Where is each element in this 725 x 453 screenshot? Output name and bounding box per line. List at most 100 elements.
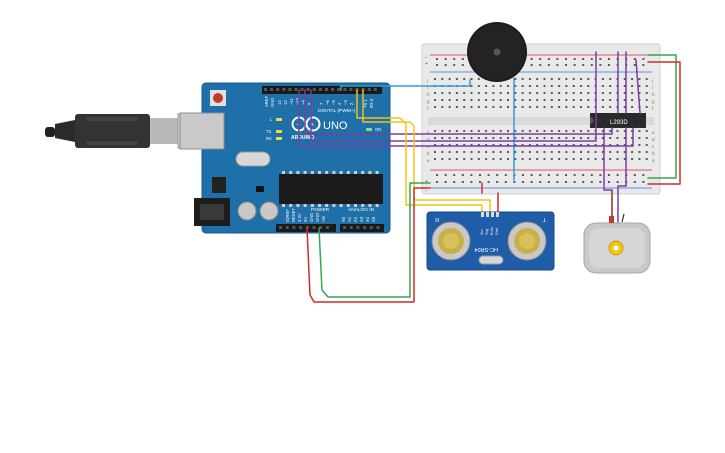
row-label: d [427,137,430,142]
breadboard-hole [580,130,582,132]
ultrasonic-sensor: HC-SR04 R T Vcc Trig Echo Gnd [426,211,555,271]
breadboard-hole [463,158,466,160]
header-hole [349,226,353,229]
breadboard-hole [514,106,517,108]
row-label: i [427,85,428,90]
breadboard-hole [477,144,480,146]
breadboard-hole [492,99,495,101]
rail-hole [444,58,447,60]
breadboard-hole [521,158,524,160]
breadboard-hole [601,130,604,132]
rail-hole [496,174,499,176]
breadboard-hole [499,85,502,87]
breadboard-hole [550,99,553,101]
wire-purple [298,89,634,147]
pin-label: ~11 [289,98,294,105]
pin-label: 7 [319,102,324,105]
breadboard-hole [616,144,619,146]
breadboard-hole [587,85,590,87]
sensor-pin-label: Vcc [480,229,484,235]
breadboard-hole [528,78,531,80]
header-hole [318,88,322,91]
chip-pin [339,171,343,174]
row-label: d [652,137,655,142]
pin-label: 12 [283,100,288,105]
header-hole [356,226,360,229]
breadboard-hole [623,99,626,101]
capacitor-icon [259,201,279,221]
pin-label: RESET [291,208,296,222]
breadboard-hole [587,78,590,80]
chip-pin [318,204,321,207]
breadboard-hole [558,78,561,80]
rail-hole [573,174,576,176]
breadboard-hole [558,92,561,94]
breadboard-hole [558,85,561,87]
breadboard-hole [623,85,626,87]
breadboard-hole [631,144,634,146]
breadboard-hole [455,158,458,160]
breadboard-hole [455,99,458,101]
breadboard-hole [463,137,466,139]
rail-hole [539,181,542,183]
breadboard-hole [477,99,480,101]
rail-hole [565,58,567,60]
breadboard-hole [492,85,495,87]
rail-hole [565,64,567,66]
breadboard-hole [645,106,648,108]
breadboard-hole [536,92,539,94]
breadboard-hole [580,151,582,153]
breadboard-hole [565,106,568,108]
breadboard-hole [477,158,480,160]
breadboard-hole [470,92,473,94]
breadboard-hole [514,158,517,160]
rail-minus-label: - [425,55,427,61]
breadboard-hole [441,158,444,160]
sensor-pin-label: Echo [490,227,494,235]
breadboard-hole [528,151,531,153]
breadboard-hole [543,151,546,153]
rail-hole [556,181,559,183]
breadboard-hole [623,130,626,132]
rail-hole [556,64,559,66]
sensor-pin [481,212,484,217]
breadboard-hole [558,144,561,146]
breadboard-hole [477,137,480,139]
breadboard-hole [645,85,648,87]
row-label: g [652,99,655,104]
rail-hole [539,64,542,66]
breadboard-hole [587,130,590,132]
breadboard-hole [528,130,531,132]
header-hole [288,88,292,91]
power-label: POWER [311,207,330,213]
breadboard-hole [638,92,641,94]
pin-label: A2 [353,216,358,222]
chip-pin [375,171,379,174]
breadboard-hole [623,92,626,94]
reset-button[interactable] [213,93,223,103]
breadboard-hole [485,106,488,108]
led-tx-icon [276,130,282,133]
breadboard-hole [536,130,539,132]
breadboard-hole [580,99,582,101]
breadboard-hole [499,106,502,108]
pin-label: ~3 [343,100,348,105]
breadboard-hole [543,85,546,87]
breadboard-hole [514,130,517,132]
dc-motor-icon [583,212,651,274]
rail-hole [547,181,550,183]
row-label: h [427,92,430,97]
led-l-icon [276,118,282,121]
breadboard-hole [550,130,553,132]
breadboard-hole [470,106,473,108]
header-hole [312,226,316,229]
breadboard-hole [434,144,436,146]
breadboard-hole [550,144,553,146]
breadboard-hole [645,137,648,139]
breadboard-hole [521,99,524,101]
breadboard-hole [565,137,568,139]
rail-hole [608,181,610,183]
breadboard-hole [572,158,575,160]
breadboard-hole [514,99,517,101]
rail-hole [616,181,619,183]
